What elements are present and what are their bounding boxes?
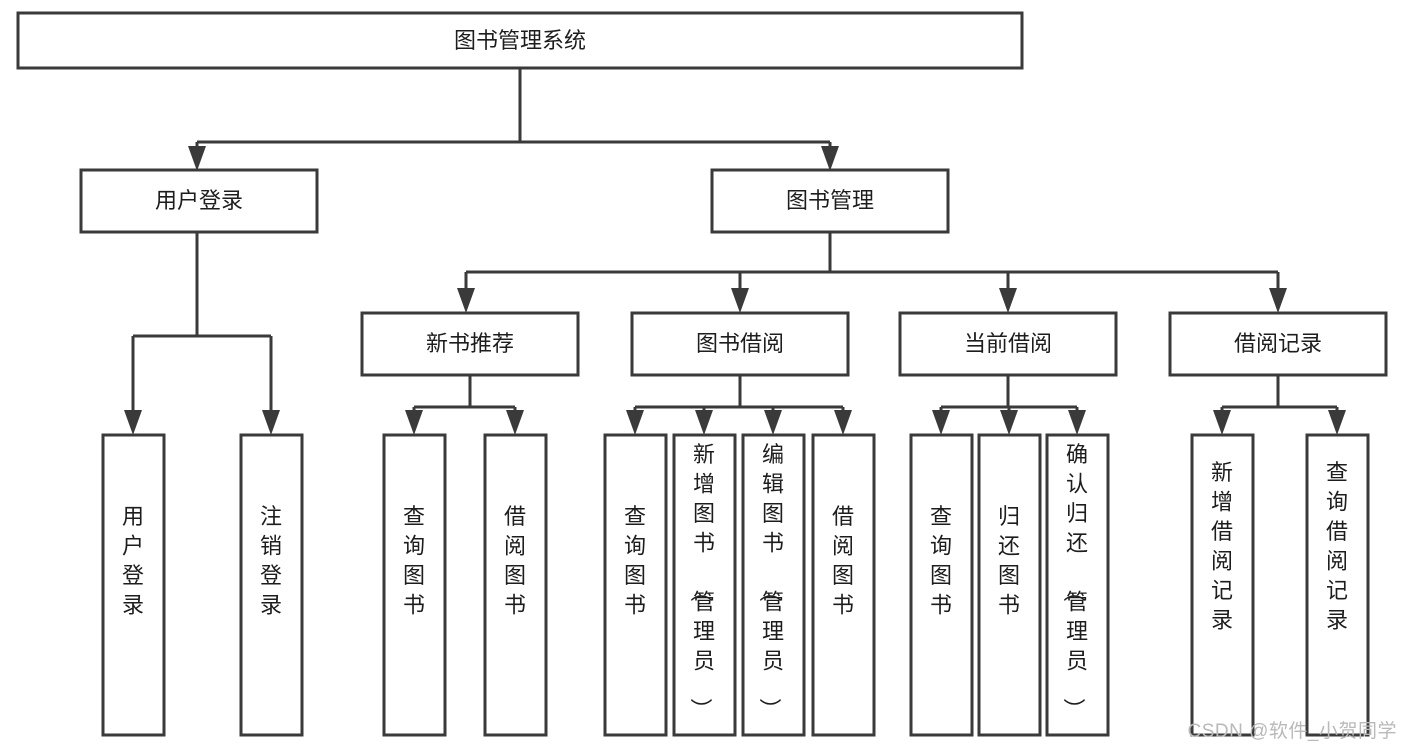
leaf-node-return-book[interactable]: 归还图书 — [977, 433, 1042, 737]
node-borrow-record[interactable]: 借阅记录 — [1168, 311, 1388, 377]
leaf-node-query-book-2[interactable]: 查询图书 — [603, 433, 668, 737]
node-new-book-recommend-label: 新书推荐 — [426, 331, 514, 356]
arrow-bb-child-1-icon — [626, 410, 644, 435]
leaf-node-return-book-label: 归还图书 — [998, 504, 1020, 618]
leaf-node-query-book-3-label: 查询图书 — [930, 504, 952, 618]
leaf-node-user-login-box[interactable] — [101, 433, 166, 737]
leaf-node-confirm-return-admin-box[interactable] — [1045, 433, 1110, 737]
node-new-book-recommend[interactable]: 新书推荐 — [360, 311, 580, 377]
leaf-node-borrow-book-2-label: 借阅图书 — [832, 504, 854, 618]
arrow-bb-child-4-icon — [834, 410, 852, 435]
arrow-cb-child-3-icon — [1068, 410, 1086, 435]
connector-group-book-manage-children — [457, 232, 1287, 313]
leaf-node-logout-login-box[interactable] — [239, 433, 304, 737]
arrow-user-login-child-2-icon — [262, 410, 280, 435]
arrow-book-manage-child-2-icon — [731, 288, 749, 313]
connector-group-current-borrow-children — [932, 375, 1086, 435]
node-book-borrow[interactable]: 图书借阅 — [630, 311, 850, 377]
node-root-box[interactable] — [16, 11, 1024, 70]
node-book-borrow-box[interactable] — [630, 311, 850, 377]
arrow-book-manage-child-3-icon — [999, 288, 1017, 313]
arrow-book-manage-child-4-icon — [1269, 288, 1287, 313]
leaf-node-query-borrow-record-label: 查询借阅记录 — [1326, 460, 1348, 633]
leaf-node-query-book-1[interactable]: 查询图书 — [382, 433, 447, 737]
leaf-node-add-borrow-record[interactable]: 新增借阅记录 — [1190, 433, 1255, 737]
leaf-node-borrow-book-2[interactable]: 借阅图书 — [811, 433, 876, 737]
node-root-label: 图书管理系统 — [454, 28, 586, 53]
node-current-borrow[interactable]: 当前借阅 — [898, 311, 1118, 377]
node-current-borrow-label: 当前借阅 — [964, 331, 1052, 356]
arrow-user-login-child-1-icon — [124, 410, 142, 435]
leaf-node-edit-book-admin[interactable]: 编辑图书（管理员） — [741, 433, 806, 737]
node-borrow-record-label: 借阅记录 — [1234, 331, 1322, 356]
leaf-node-user-login-label: 用户登录 — [122, 504, 144, 618]
node-borrow-record-box[interactable] — [1168, 311, 1388, 377]
node-new-book-recommend-box[interactable] — [360, 311, 580, 377]
leaf-node-add-borrow-record-box[interactable] — [1190, 433, 1255, 737]
node-book-manage-label: 图书管理 — [786, 188, 874, 213]
leaf-node-logout-login[interactable]: 注销登录 — [239, 433, 304, 737]
arrow-nbr-child-2-icon — [506, 410, 524, 435]
leaf-node-confirm-return-admin-label: 确认归还（管理员） — [1061, 442, 1088, 720]
node-user-login-box[interactable] — [79, 168, 319, 234]
connector-group-user-login-children — [124, 232, 280, 435]
node-book-manage[interactable]: 图书管理 — [710, 168, 950, 234]
leaf-node-logout-login-label: 注销登录 — [260, 504, 282, 618]
node-user-login[interactable]: 用户登录 — [79, 168, 319, 234]
leaf-node-query-borrow-record-box[interactable] — [1305, 433, 1370, 737]
arrow-cb-child-2-icon — [1000, 410, 1018, 435]
leaf-node-confirm-return-admin[interactable]: 确认归还（管理员） — [1045, 433, 1110, 737]
arrow-br-child-1-icon — [1213, 410, 1231, 435]
leaf-node-query-book-1-box[interactable] — [382, 433, 447, 737]
connector-group-borrow-record-children — [1213, 375, 1346, 435]
node-book-manage-box[interactable] — [710, 168, 950, 234]
connector-group-book-borrow-children — [626, 375, 852, 435]
connector-group-root-to-level2 — [188, 68, 839, 171]
leaf-node-query-book-1-label: 查询图书 — [403, 504, 425, 618]
leaf-node-add-book-admin-label: 新增图书（管理员） — [688, 442, 715, 720]
leaf-node-borrow-book-1-box[interactable] — [483, 433, 548, 737]
arrow-br-child-2-icon — [1328, 410, 1346, 435]
leaf-node-edit-book-admin-box[interactable] — [741, 433, 806, 737]
leaf-node-query-borrow-record[interactable]: 查询借阅记录 — [1305, 433, 1370, 737]
leaf-node-add-book-admin[interactable]: 新增图书（管理员） — [672, 433, 737, 737]
leaf-node-edit-book-admin-label: 编辑图书（管理员） — [757, 442, 784, 720]
leaf-node-query-book-2-label: 查询图书 — [624, 504, 646, 618]
leaf-node-user-login[interactable]: 用户登录 — [101, 433, 166, 737]
arrow-cb-child-1-icon — [932, 410, 950, 435]
connector-group-new-book-recommend-children — [405, 375, 524, 435]
arrow-nbr-child-1-icon — [405, 410, 423, 435]
node-book-borrow-label: 图书借阅 — [696, 331, 784, 356]
arrow-root-to-user-login-icon — [188, 146, 206, 171]
node-current-borrow-box[interactable] — [898, 311, 1118, 377]
leaf-node-query-book-2-box[interactable] — [603, 433, 668, 737]
leaf-node-return-book-box[interactable] — [977, 433, 1042, 737]
leaf-node-add-borrow-record-label: 新增借阅记录 — [1211, 460, 1233, 633]
node-root[interactable]: 图书管理系统 — [16, 11, 1024, 70]
leaf-node-borrow-book-1[interactable]: 借阅图书 — [483, 433, 548, 737]
csdn-watermark: CSDN @软件_小贺同学 — [1187, 721, 1397, 742]
leaf-node-borrow-book-2-box[interactable] — [811, 433, 876, 737]
arrow-bb-child-3-icon — [764, 410, 782, 435]
leaf-node-query-book-3-box[interactable] — [909, 433, 974, 737]
leaf-node-borrow-book-1-label: 借阅图书 — [504, 504, 526, 618]
leaf-node-add-book-admin-box[interactable] — [672, 433, 737, 737]
node-user-login-label: 用户登录 — [155, 188, 243, 213]
leaf-node-query-book-3[interactable]: 查询图书 — [909, 433, 974, 737]
arrow-book-manage-child-1-icon — [457, 288, 475, 313]
arrow-bb-child-2-icon — [695, 410, 713, 435]
arrow-root-to-book-manage-icon — [821, 146, 839, 171]
